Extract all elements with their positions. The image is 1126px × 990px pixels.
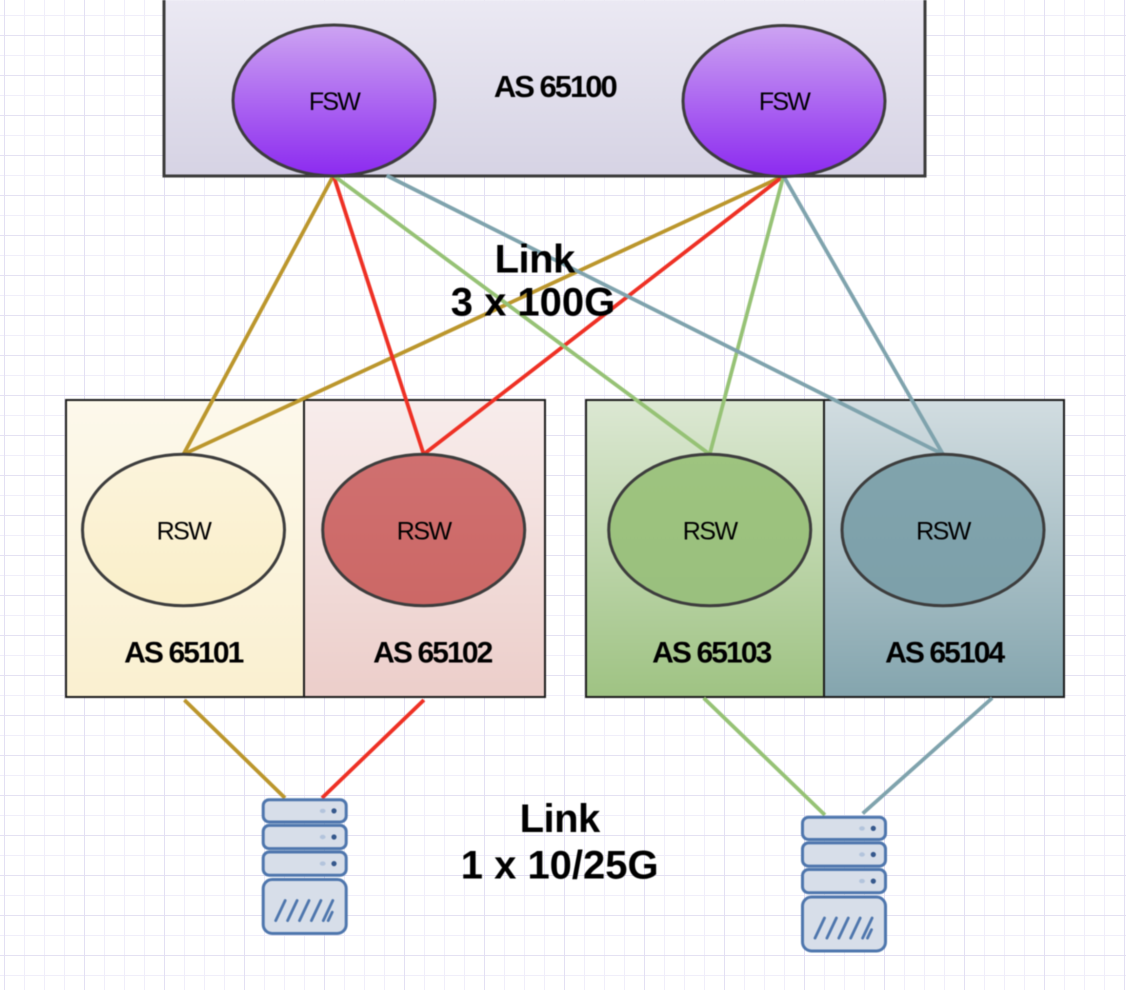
svg-text:AS 65103: AS 65103 (652, 637, 771, 670)
svg-text:AS 65100: AS 65100 (494, 69, 617, 104)
svg-text:Link: Link (520, 797, 601, 841)
svg-text:AS 65101: AS 65101 (124, 637, 243, 670)
svg-text:1 x 10/25G: 1 x 10/25G (461, 844, 659, 888)
svg-text:AS 65102: AS 65102 (373, 637, 492, 670)
svg-text:FSW: FSW (309, 88, 361, 116)
svg-text:RSW: RSW (397, 518, 453, 546)
svg-text:Link: Link (495, 238, 576, 282)
svg-text:AS 65104: AS 65104 (885, 637, 1005, 670)
svg-text:RSW: RSW (157, 518, 213, 546)
svg-text:FSW: FSW (759, 88, 811, 116)
svg-text:RSW: RSW (916, 518, 972, 546)
svg-text:RSW: RSW (683, 518, 739, 546)
svg-text:3 x 100G: 3 x 100G (451, 281, 616, 325)
